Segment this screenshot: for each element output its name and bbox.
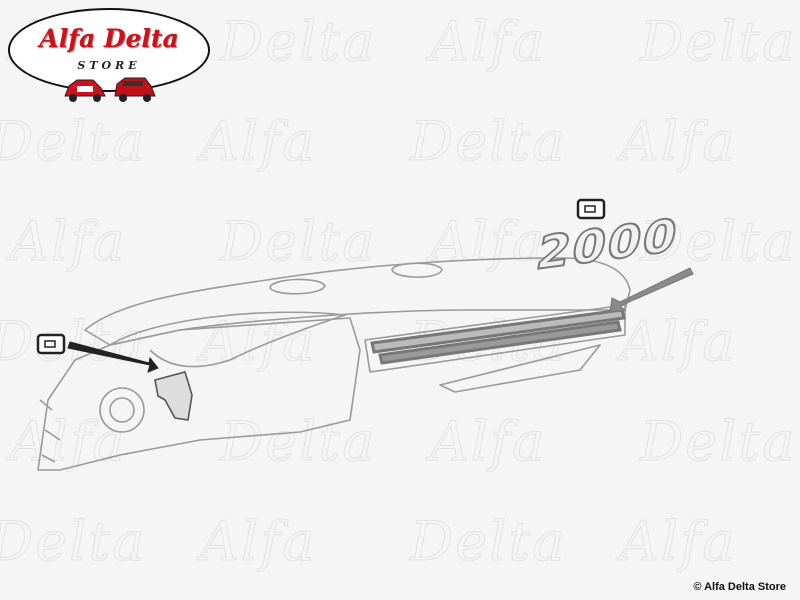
speaker-vent-right xyxy=(391,262,443,278)
watermark-text: Delta xyxy=(219,10,377,74)
store-logo[interactable]: Alfa Delta STORE xyxy=(8,8,210,102)
watermark-text: Delta xyxy=(639,210,797,274)
watermark-text: Alfa xyxy=(429,210,547,274)
watermark-text: Alfa xyxy=(429,10,547,74)
chrome-trim-strip xyxy=(370,308,626,365)
watermark-text: Alfa xyxy=(619,510,737,574)
watermark-text: Alfa xyxy=(429,410,547,474)
watermark-text: Delta xyxy=(409,110,567,174)
clip-part-right xyxy=(576,198,606,220)
logo-name: Alfa Delta xyxy=(39,24,179,53)
arrow-right xyxy=(609,267,694,313)
watermark-text: Delta xyxy=(0,110,147,174)
watermark-text: Alfa xyxy=(619,310,737,374)
ashtray-part xyxy=(154,371,193,421)
clip-part-left xyxy=(36,333,66,355)
dashboard-top-outline xyxy=(84,257,631,346)
logo-subtitle: STORE xyxy=(77,59,141,72)
watermark-text: Delta xyxy=(639,10,797,74)
copyright-notice: © Alfa Delta Store xyxy=(693,581,786,593)
watermark-text: Delta xyxy=(639,410,797,474)
watermark-text: Alfa xyxy=(9,410,127,474)
watermark-text: Alfa xyxy=(9,210,127,274)
dashboard-lower-outline xyxy=(37,317,361,471)
arrow-left xyxy=(67,341,159,373)
glovebox-panel xyxy=(364,304,626,373)
speaker-vent-left xyxy=(269,278,326,295)
watermark-text: Delta xyxy=(219,210,377,274)
logo-oval xyxy=(8,8,210,92)
emblem-2000: 2000 xyxy=(532,209,683,281)
watermark-text: Alfa xyxy=(619,110,737,174)
watermark-text: Alfa xyxy=(199,510,317,574)
gauge-ring xyxy=(99,387,145,433)
logo-cars-icon xyxy=(64,77,156,102)
watermark-text: Alfa xyxy=(199,110,317,174)
watermark-text: Delta xyxy=(409,510,567,574)
watermark-text: Delta xyxy=(0,510,147,574)
